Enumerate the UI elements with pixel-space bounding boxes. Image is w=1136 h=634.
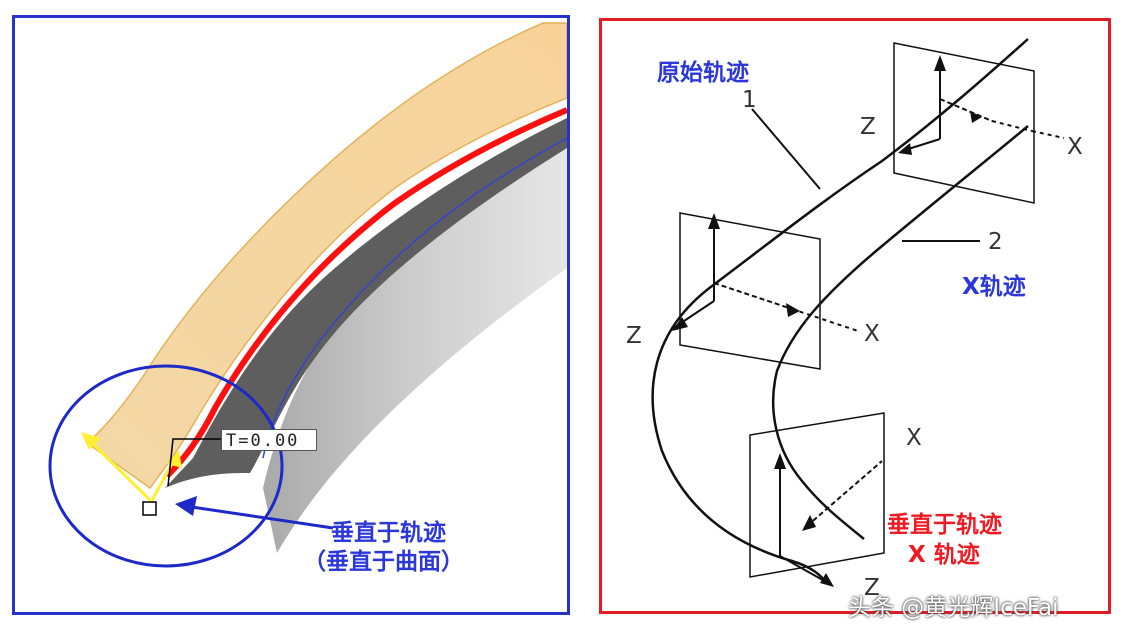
dark-side-face (165, 118, 567, 488)
axis-z-middle: Z (626, 323, 642, 349)
arrowhead-bot-tail (820, 573, 834, 587)
right-panel-trajectory-diagram: 原始轨迹 X轨迹 垂直于轨迹 X 轨迹 1 2 Z X Z X X Z (599, 18, 1111, 614)
original-trajectory-label: 原始轨迹 (657, 60, 749, 86)
frame-plane-bottom (749, 412, 885, 578)
caption-pointer-line (184, 504, 334, 530)
highlight-circle (48, 364, 284, 568)
axis-x-top: X (1067, 134, 1083, 160)
normal-label-line2: X 轨迹 (908, 542, 980, 568)
axis-z-bottom: Z (864, 575, 880, 601)
normal-label-line1: 垂直于轨迹 (887, 512, 1002, 538)
frame-plane-top (893, 42, 1035, 204)
arrowhead-top-x (970, 111, 982, 123)
t-leader-line (167, 438, 223, 487)
axis-z-top: Z (860, 114, 876, 140)
yellow-vector-a (85, 436, 152, 502)
t-readout-box: T=0.00 (221, 429, 317, 451)
original-trajectory-curve (651, 38, 1029, 584)
red-edge-curve (164, 107, 567, 479)
x-trajectory-label: X轨迹 (962, 274, 1026, 300)
trajectory-illustration (651, 38, 1065, 587)
callout-2: 2 (988, 229, 1003, 255)
left-caption-line1: 垂直于轨迹 (331, 520, 446, 546)
t-readout: T=0.00 (226, 431, 300, 451)
x-trajectory-curve (771, 125, 1029, 540)
axis-x-bottom: X (906, 425, 922, 451)
left-panel-surface-view: T=0.00 垂直于轨迹 （垂直于曲面） (12, 15, 570, 615)
surface-illustration (48, 22, 567, 568)
yellow-arrowhead-a (81, 432, 101, 450)
arrowhead-top-back (898, 143, 912, 155)
arrowhead-bot-z (774, 453, 786, 469)
watermark-text: 头条 @黄光辉IceFai (848, 595, 1059, 621)
caption-pointer-arrowhead (175, 496, 197, 516)
arrowhead-bot-x (802, 515, 816, 531)
blue-inner-edge (262, 137, 567, 459)
arrowhead-top-z (934, 55, 946, 71)
callout-1: 1 (742, 87, 757, 113)
grey-outer-surface (263, 138, 567, 553)
arrowhead-mid-z (708, 213, 720, 229)
arrowhead-mid-x (786, 303, 800, 317)
origin-square (142, 501, 157, 516)
arrowhead-mid-back (672, 317, 688, 331)
axis-x-middle: X (864, 321, 880, 347)
left-caption-line2: （垂直于曲面） (303, 549, 464, 575)
frame-plane-middle (679, 212, 821, 370)
